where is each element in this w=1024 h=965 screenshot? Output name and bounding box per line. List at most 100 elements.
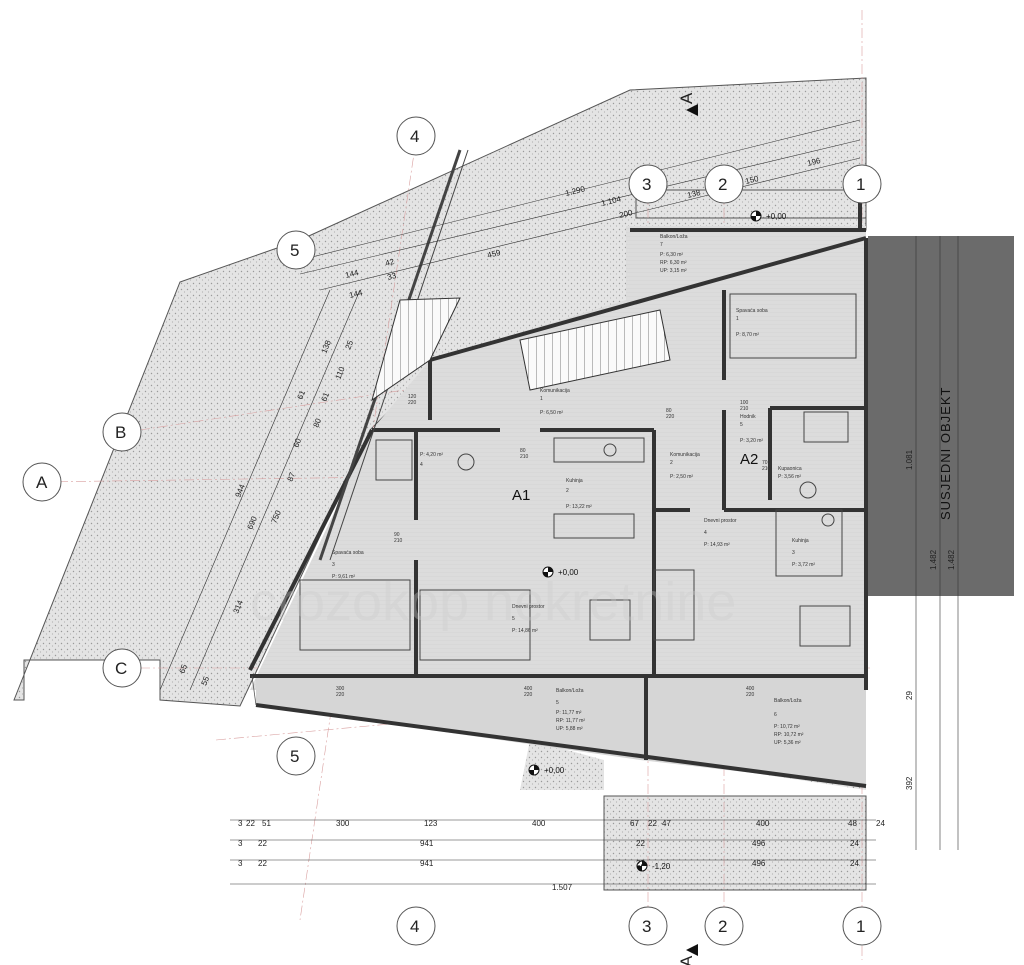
svg-text:P: 3,72 m²: P: 3,72 m² [792, 562, 815, 568]
axis-label-3-top: 3 [642, 175, 651, 194]
dim-text: 24 [850, 859, 859, 868]
kitchen-island-a1 [553, 513, 635, 539]
axis-circle [22, 462, 62, 502]
svg-text:P: 9,61 m²: P: 9,61 m² [332, 574, 355, 580]
axis-label-4-bottom: 4 [410, 917, 419, 936]
room-tag-komunikacija-a2: Komunikacija 2 P: 2,50 m² [670, 452, 700, 480]
axis-label-3-bottom: 3 [642, 917, 651, 936]
sink-a2 [821, 513, 835, 527]
svg-text:Spavaća soba: Spavaća soba [736, 308, 768, 314]
dim-text: 47 [662, 819, 671, 828]
dim-text: 3 [238, 819, 243, 828]
dim-text: 60 [292, 437, 304, 449]
section-label-top: A [677, 92, 696, 104]
level-center: +0,00 [558, 568, 579, 577]
dim-text: 1.482 [947, 549, 956, 570]
dim-text: 25 [344, 339, 356, 351]
dim-text: 22 [258, 839, 267, 848]
svg-text:RP: 10,72 m²: RP: 10,72 m² [774, 732, 804, 738]
svg-text:Dnevni prostor: Dnevni prostor [512, 604, 545, 610]
dim-text: 123 [424, 819, 438, 828]
svg-text:P: 3,56 m²: P: 3,56 m² [778, 474, 801, 480]
dim-text: 29 [905, 691, 914, 700]
dim-text: 22 [648, 819, 657, 828]
dim-text: 22 [258, 859, 267, 868]
axis-label-5-bottom: 5 [290, 747, 299, 766]
axis-circle [704, 906, 744, 946]
dim-text: 138 [686, 188, 702, 200]
level-top: +0,00 [766, 212, 787, 221]
dim-text: 48 [848, 819, 857, 828]
room-tag-dnevni-a2: Dnevni prostor 4 P: 14,93 m² [704, 518, 737, 548]
dim-text: 144 [344, 268, 360, 280]
unit-label-a1: A1 [512, 487, 530, 504]
svg-text:Balkon/Loža: Balkon/Loža [774, 698, 802, 704]
svg-text:1: 1 [736, 316, 739, 322]
svg-text:2: 2 [670, 460, 673, 466]
dim-text: 1.482 [929, 549, 938, 570]
axis-label-B: B [115, 423, 126, 442]
dim-text: 400 [532, 819, 546, 828]
axis-circle [276, 230, 316, 270]
dim-text: 22 [636, 839, 645, 848]
dim-text: 150 [744, 174, 760, 186]
room-tag-kuhinja-a2: Kuhinja 3 P: 3,72 m² [792, 538, 815, 568]
svg-text:RP: 6,30 m²: RP: 6,30 m² [660, 260, 687, 266]
svg-text:P: 6,50 m²: P: 6,50 m² [540, 410, 563, 416]
room-tag-hodnik-a2: Hodnik 5 P: 3,20 m² [740, 414, 763, 444]
room-tag-spavaca-a2: Spavaća soba 1 P: 8,70 m² [736, 308, 768, 338]
svg-text:4: 4 [420, 462, 423, 468]
dim-text: 3 [238, 859, 243, 868]
dim-text: 941 [420, 839, 434, 848]
svg-text:1: 1 [540, 396, 543, 402]
svg-text:Komunikacija: Komunikacija [540, 388, 570, 394]
dimension-texts-left: 138 61 110 25 61 80 87 60 944 690 750 31… [178, 338, 356, 686]
washbasin-a1 [457, 453, 475, 471]
level-markers: +0,00 +0,00 +0,00 -1,20 [528, 210, 787, 872]
svg-text:P: 6,30 m²: P: 6,30 m² [660, 252, 683, 258]
bed-a2 [729, 293, 857, 359]
kitchen-counter-a2 [775, 509, 843, 577]
svg-text:Komunikacija: Komunikacija [670, 452, 700, 458]
svg-text:3: 3 [792, 550, 795, 556]
dim-text: 80 [312, 417, 324, 429]
dim-text: 65 [178, 663, 190, 675]
svg-text:5: 5 [556, 700, 559, 706]
svg-text:Hodnik: Hodnik [740, 414, 756, 420]
axis-circle [102, 648, 142, 688]
svg-text:P: 8,70 m²: P: 8,70 m² [736, 332, 759, 338]
axis-label-1-top: 1 [856, 175, 865, 194]
room-tag-balkon-a1: Balkon/Loža 5 P: 11,77 m² RP: 11,77 m² U… [556, 688, 585, 732]
dim-text: 24 [850, 839, 859, 848]
dim-text: 1.507 [552, 883, 573, 892]
svg-text:5: 5 [740, 422, 743, 428]
dim-text: 200 [618, 208, 634, 220]
dimension-texts-right: 1.081 1.482 1.482 29 392 [905, 449, 956, 790]
axis-circle [396, 906, 436, 946]
svg-text:RP: 11,77 m²: RP: 11,77 m² [556, 718, 585, 724]
building-floor [250, 226, 866, 786]
dim-text: 400 [756, 819, 770, 828]
axis-circle [842, 164, 882, 204]
axis-circle [704, 164, 744, 204]
room-tag-komunikacija-a1: Komunikacija 1 P: 6,50 m² [540, 388, 570, 416]
svg-text:P: 14,93 m²: P: 14,93 m² [704, 542, 730, 548]
room-tag-spavaca-a1: Spavaća soba 3 P: 9,61 m² [332, 550, 364, 580]
room-tag-balkon-top: Balkon/Loža 7 P: 6,30 m² RP: 6,30 m² UP:… [660, 234, 688, 274]
svg-text:Balkon/Loža: Balkon/Loža [556, 688, 584, 694]
room-tag-dnevni-a1: Dnevni prostor 5 P: 14,86 m² [512, 604, 545, 634]
dim-text: 22 [636, 859, 645, 868]
level-bottom: +0,00 [544, 766, 565, 775]
sofa-a1 [419, 589, 531, 661]
svg-text:4: 4 [704, 530, 707, 536]
dim-text: 42 [384, 257, 395, 268]
svg-text:UP: 5,88 m²: UP: 5,88 m² [556, 726, 583, 732]
dim-text: 61 [296, 389, 308, 401]
svg-text:Kuhinja: Kuhinja [792, 538, 809, 544]
